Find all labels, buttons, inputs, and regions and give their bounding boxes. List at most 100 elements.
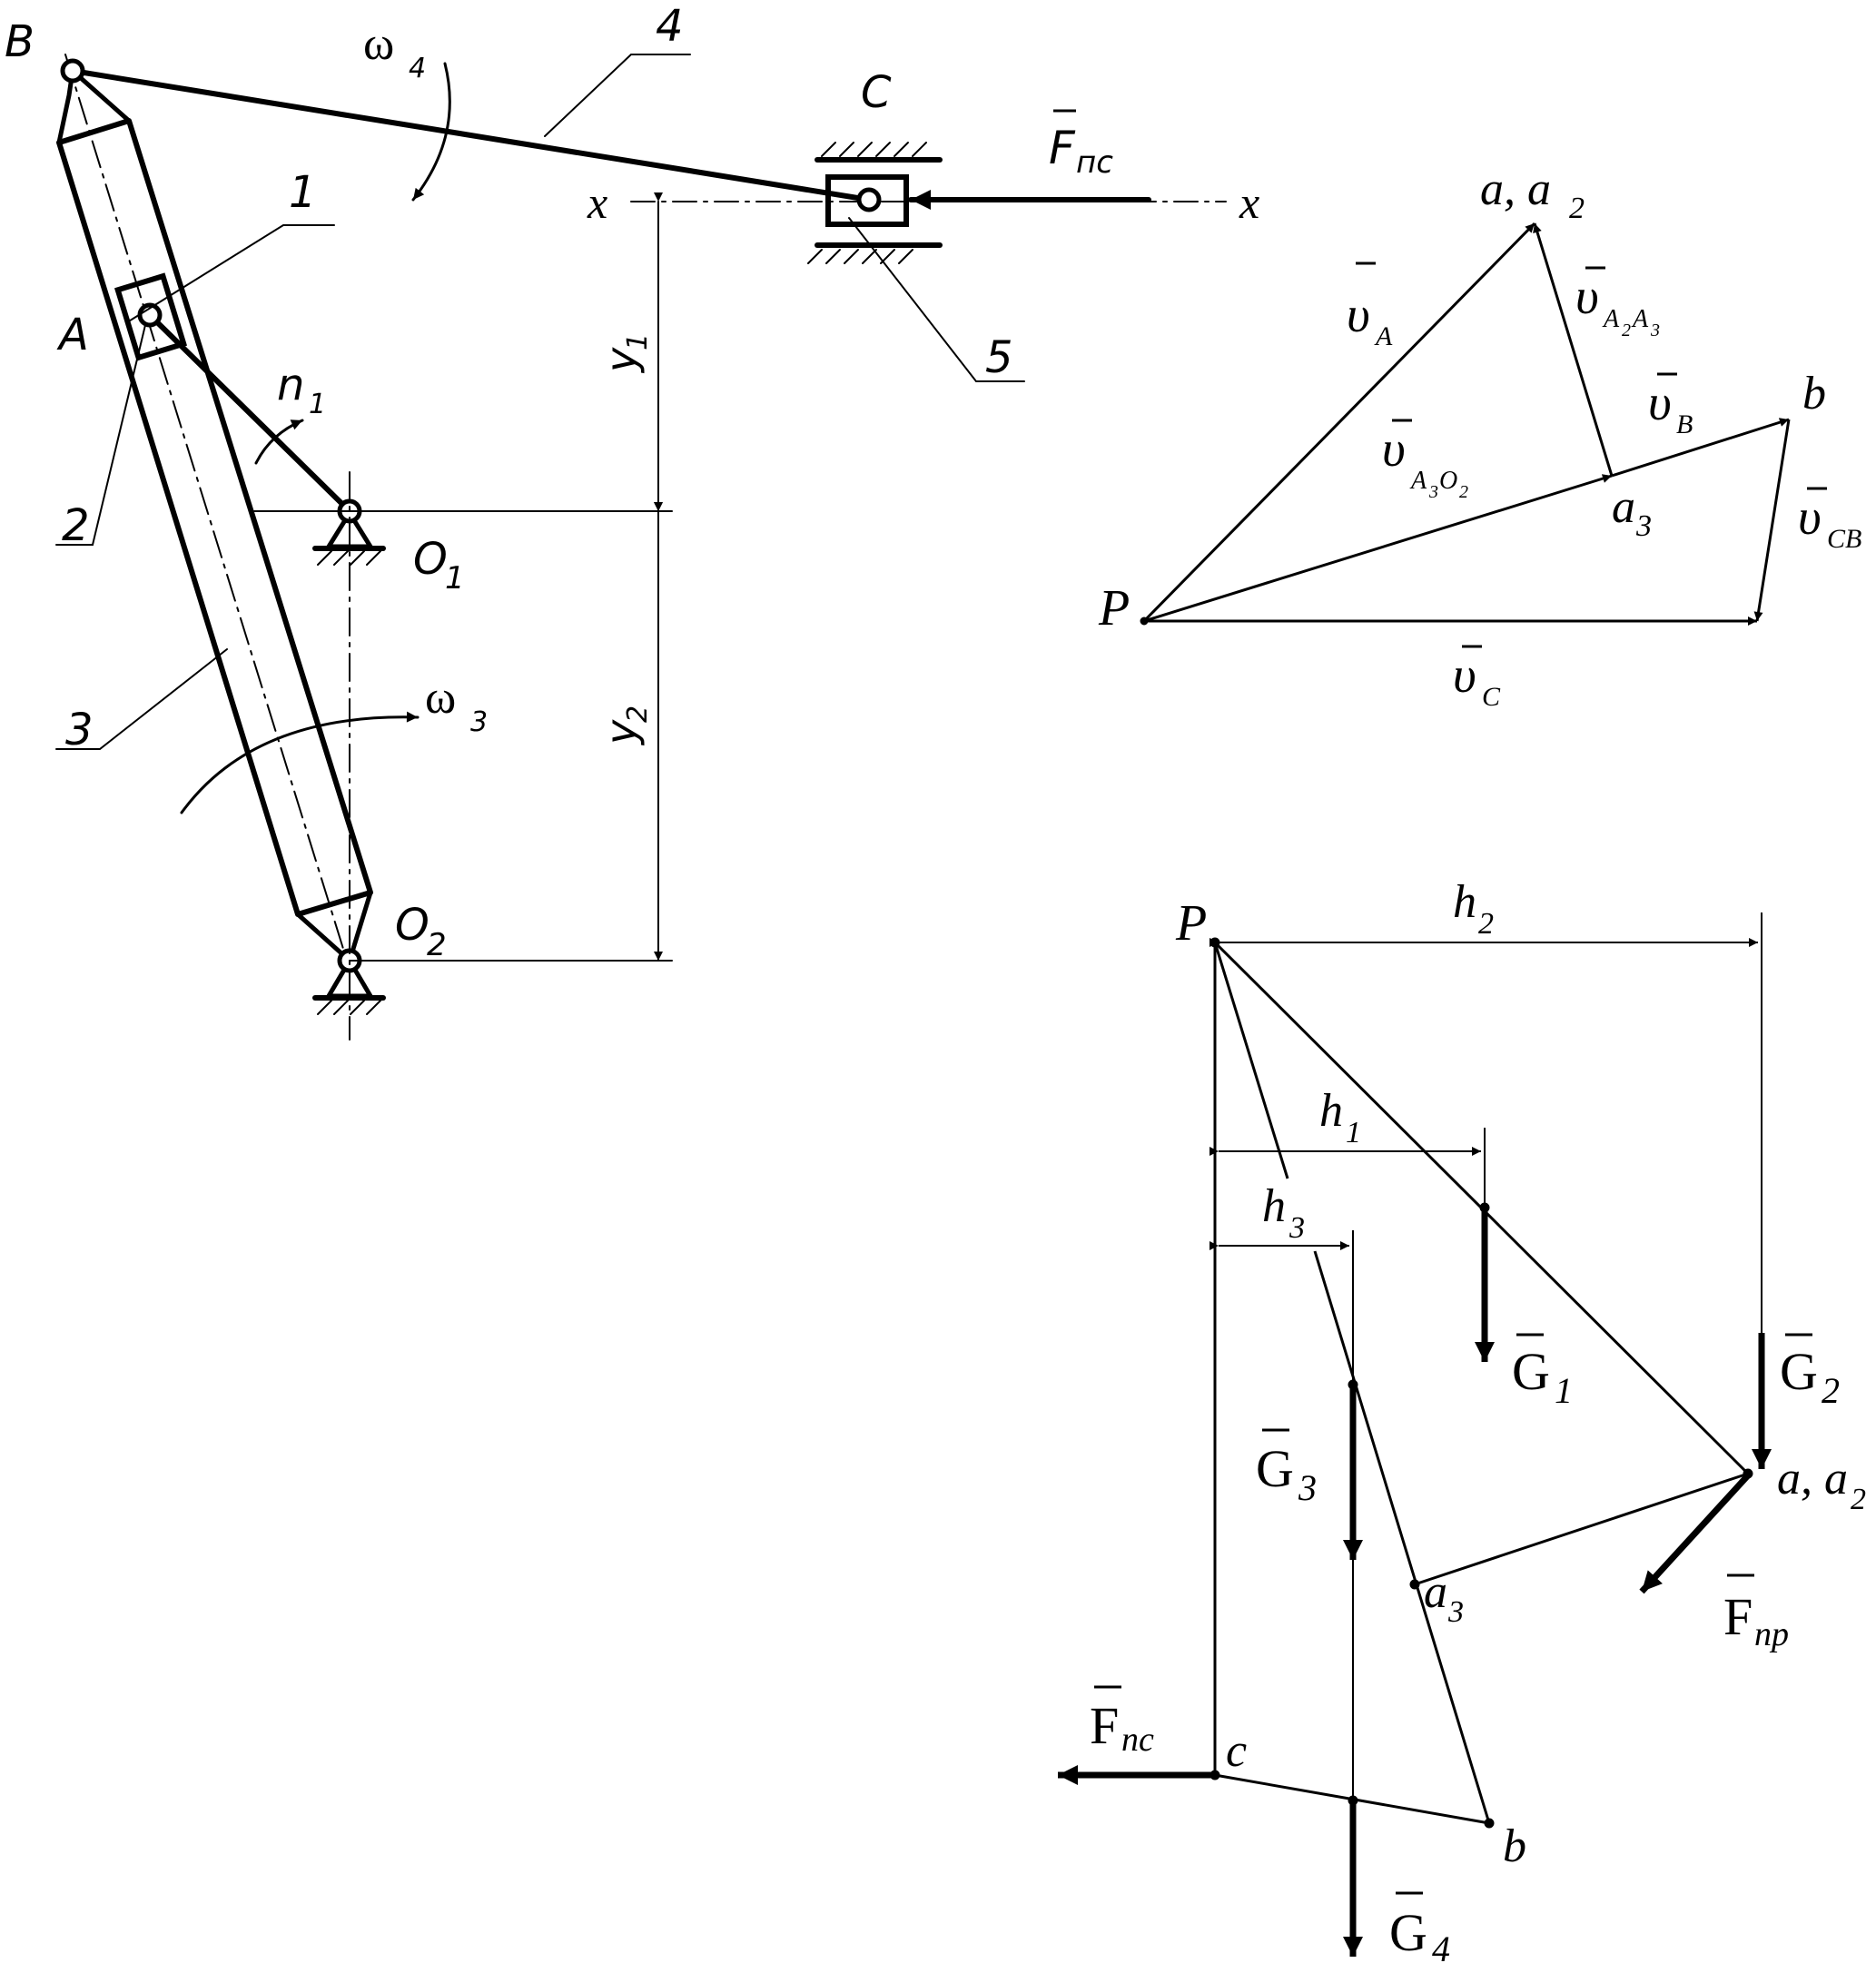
- label-link-4: 4: [656, 1, 684, 52]
- lever-point-G3: [1348, 1379, 1358, 1390]
- lever-label-G4-sub: 4: [1432, 1928, 1450, 1963]
- label-y1-sub: 1: [622, 333, 654, 350]
- lever-label-a-sub: 2: [1851, 1483, 1866, 1516]
- label-omega4: ω: [363, 18, 394, 70]
- lever-label-Fps-sub: пс: [1121, 1721, 1154, 1759]
- label-Fps-sub: пс: [1076, 144, 1113, 181]
- lever-point-P: [1210, 937, 1220, 948]
- crank-link-1: [147, 312, 352, 514]
- label-y2-sub: 2: [622, 705, 654, 723]
- vector-vB: [1611, 418, 1790, 478]
- vp-label-vA2A3-s2: 2: [1622, 321, 1631, 340]
- label-omega4-sub: 4: [409, 53, 426, 84]
- lever-label-c: c: [1226, 1725, 1247, 1777]
- label-axis-x-right: x: [1239, 177, 1259, 228]
- rocker-link-3: [56, 118, 373, 917]
- vp-label-vA3O2: υ: [1382, 421, 1406, 478]
- n1-arrow: [254, 419, 304, 465]
- lever-point-G1: [1479, 1202, 1490, 1213]
- lever-label-Fpr: F: [1723, 1587, 1753, 1646]
- vp-label-vCB-sub: CB: [1827, 524, 1861, 554]
- leader-2: [55, 324, 146, 546]
- lever-line-Pa3: [1213, 942, 1289, 1179]
- label-O2-sub: 2: [427, 927, 447, 963]
- label-omega3: ω: [425, 672, 456, 724]
- vp-label-vB: υ: [1648, 375, 1672, 431]
- vp-label-vA3O2-s4: 2: [1459, 482, 1468, 502]
- lever-label-b: b: [1503, 1820, 1526, 1872]
- lever-label-G1: G: [1512, 1342, 1550, 1401]
- lever-point-a: [1743, 1468, 1753, 1479]
- label-O1: O: [413, 534, 448, 585]
- vp-label-vA2A3-s3: A: [1631, 305, 1649, 333]
- lever-label-a3: a: [1424, 1566, 1447, 1618]
- lever-label-h3: h: [1262, 1180, 1286, 1232]
- vp-label-vB-sub: B: [1676, 409, 1693, 439]
- vector-vA: [1142, 222, 1536, 623]
- guide-hatch: [807, 142, 927, 264]
- vp-label-vA2A3-s4: 3: [1650, 321, 1660, 340]
- omega4-arrow: [411, 62, 451, 202]
- lever-label-Fpr-sub: пр: [1754, 1615, 1789, 1653]
- lever-point-a3: [1409, 1579, 1420, 1590]
- lever-label-h2-sub: 2: [1478, 907, 1494, 941]
- label-A: A: [56, 310, 89, 360]
- lever-point-b: [1484, 1818, 1495, 1829]
- lever-label-G2: G: [1780, 1342, 1818, 1401]
- lever-label-h3-sub: 3: [1289, 1211, 1305, 1245]
- leader-4: [544, 54, 691, 137]
- vp-label-vA: υ: [1347, 287, 1370, 343]
- label-y2: y: [597, 719, 646, 746]
- vector-vA3O2: [1143, 474, 1613, 623]
- lever-labels: P h 2 h 1 h 3 G 1 G 2 G 3 G 4 a, a 2 a 3…: [1090, 876, 1866, 1963]
- vp-label-vA3O2-s2: 3: [1428, 482, 1438, 502]
- vp-label-a-sub: 2: [1569, 192, 1585, 225]
- label-O1-sub: 1: [445, 560, 465, 597]
- label-link-3: 3: [65, 705, 94, 755]
- lever-label-G1-sub: 1: [1555, 1370, 1573, 1411]
- force-Fpr: [1639, 1473, 1751, 1594]
- label-link-5: 5: [985, 332, 1013, 383]
- mechanism-labels: B A C O 1 O 2 1 2 3 4 5 ω 4 ω 3 n 1 x x …: [5, 1, 1259, 963]
- vp-label-vA-sub: A: [1374, 321, 1393, 351]
- vp-label-P: P: [1098, 580, 1130, 636]
- zhukovsky-lever: [1058, 912, 1772, 1957]
- vp-label-b: b: [1802, 368, 1826, 419]
- lever-label-P: P: [1175, 895, 1207, 952]
- lever-point-c: [1210, 1770, 1220, 1781]
- lever-label-G3-sub: 3: [1298, 1467, 1317, 1508]
- vp-label-a: a, a: [1480, 163, 1551, 215]
- vp-label-vA3O2-s3: O: [1439, 467, 1457, 495]
- vp-label-a3: a: [1612, 481, 1635, 533]
- lever-line-a3b: [1313, 1250, 1491, 1824]
- label-y1: y: [597, 347, 646, 374]
- vp-label-vCB: υ: [1798, 489, 1822, 546]
- mechanism: [55, 54, 1227, 1041]
- vp-label-vC-sub: C: [1482, 682, 1501, 712]
- leader-3: [55, 648, 228, 750]
- slider-block-2: [114, 272, 188, 361]
- lever-label-h1: h: [1319, 1085, 1343, 1137]
- vp-label-vC: υ: [1453, 647, 1476, 704]
- pole-P-dot: [1140, 617, 1149, 626]
- rocker-centerline: [64, 54, 357, 991]
- lever-label-Fps: F: [1090, 1696, 1119, 1755]
- lever-point-G4: [1348, 1795, 1358, 1806]
- label-O2: O: [395, 900, 430, 951]
- lever-label-a: a, a: [1777, 1453, 1848, 1504]
- velocity-plan: [1140, 222, 1791, 626]
- vector-vCB: [1753, 419, 1791, 622]
- leader-1: [126, 224, 335, 323]
- label-Fps: F: [1049, 122, 1076, 174]
- vector-vA2A3: [1533, 222, 1614, 477]
- rocker-top-cap: [56, 68, 132, 145]
- joint-C: [856, 187, 882, 212]
- vp-label-vA2A3: υ: [1575, 269, 1599, 325]
- label-B: B: [5, 16, 35, 67]
- label-axis-x-left: x: [587, 177, 607, 228]
- lever-label-G4: G: [1389, 1903, 1427, 1962]
- velocity-plan-labels: P a, a 2 a 3 b υ A υ A 2 A 3 υ A 3 O 2 υ…: [1098, 163, 1861, 712]
- label-omega3-sub: 3: [470, 706, 488, 738]
- joint-B: [60, 58, 85, 84]
